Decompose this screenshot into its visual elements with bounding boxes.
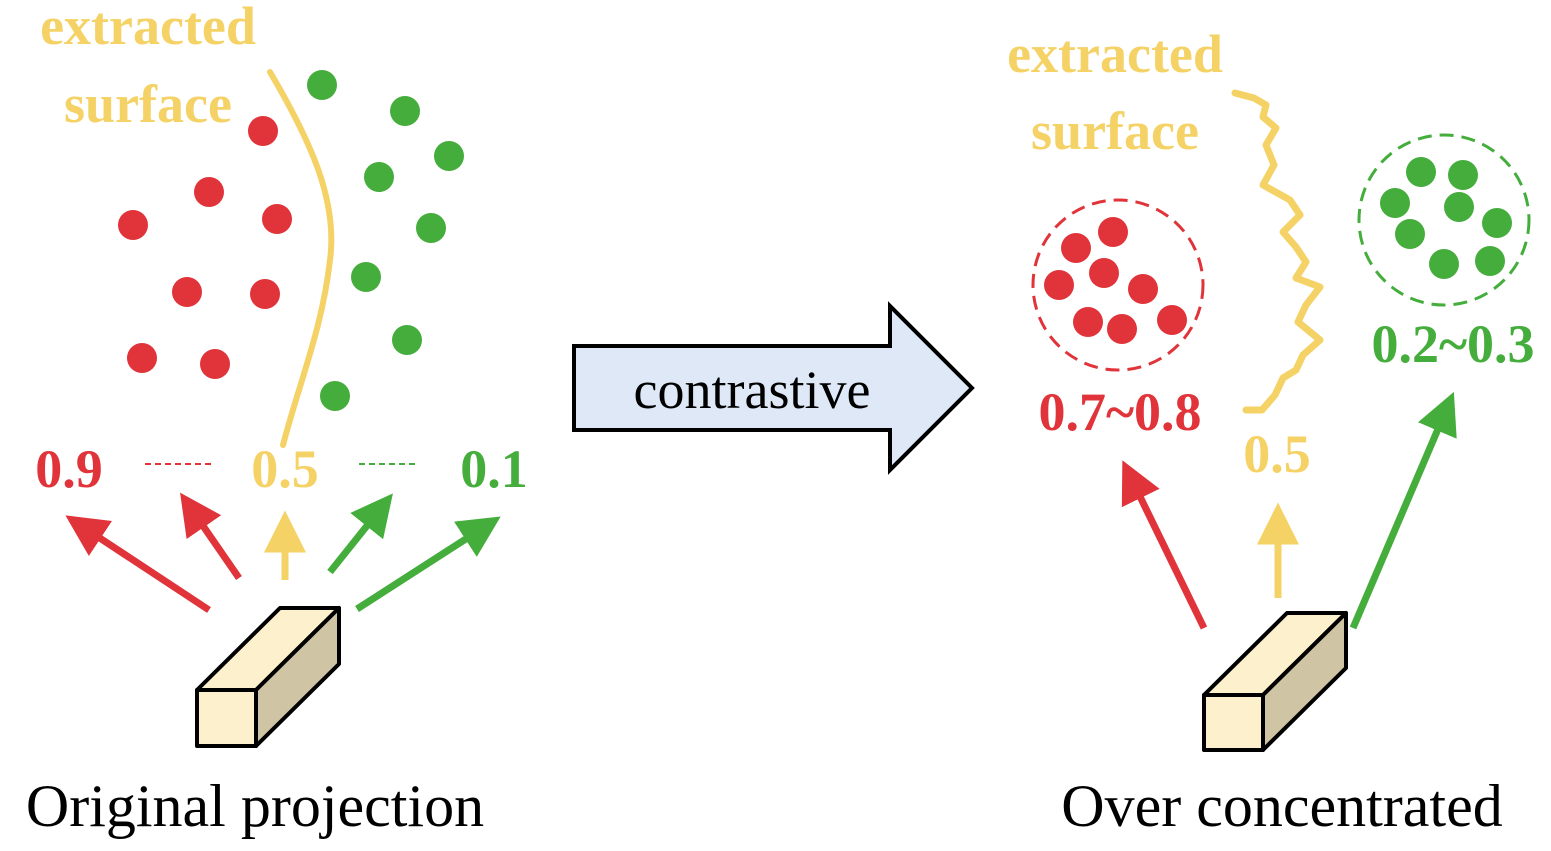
red-point bbox=[172, 277, 202, 307]
right-arrow-red bbox=[1121, 460, 1208, 630]
red-point bbox=[1157, 305, 1187, 335]
red-point bbox=[1061, 233, 1091, 263]
left-surface-label-line1: extracted bbox=[40, 0, 256, 56]
contrastive-label: contrastive bbox=[634, 360, 871, 420]
green-point bbox=[434, 141, 464, 171]
left-extracted-surface-curve bbox=[267, 69, 335, 448]
left-score-low: 0.1 bbox=[460, 439, 528, 499]
left-arrow-green-1 bbox=[327, 493, 393, 575]
right-score-high: 0.7~0.8 bbox=[1038, 382, 1201, 442]
right-red-points bbox=[1044, 217, 1187, 344]
left-red-points bbox=[118, 116, 292, 379]
red-point bbox=[1044, 270, 1074, 300]
left-box-front bbox=[195, 688, 258, 748]
green-point bbox=[1448, 160, 1478, 190]
red-point bbox=[1128, 274, 1158, 304]
left-arrow-red-2 bbox=[180, 492, 242, 580]
green-point bbox=[392, 325, 422, 355]
left-green-points bbox=[307, 70, 464, 411]
green-point bbox=[416, 213, 446, 243]
green-point bbox=[1380, 188, 1410, 218]
contrastive-arrow: contrastive bbox=[572, 301, 975, 475]
green-cluster-boundary bbox=[1357, 133, 1531, 307]
left-score-high: 0.9 bbox=[35, 439, 103, 499]
green-point bbox=[1395, 219, 1425, 249]
right-projector-box bbox=[1202, 611, 1348, 752]
right-panel: extracted surface 0.7~0.8 0.5 0.2 bbox=[1007, 24, 1534, 839]
red-point bbox=[262, 204, 292, 234]
red-point bbox=[1073, 307, 1103, 337]
left-projection-arrows bbox=[65, 492, 501, 613]
red-point bbox=[1098, 217, 1128, 247]
right-surface-label-line1: extracted bbox=[1007, 24, 1223, 84]
green-point bbox=[390, 96, 420, 126]
green-point bbox=[364, 162, 394, 192]
red-point bbox=[127, 343, 157, 373]
green-point bbox=[351, 262, 381, 292]
red-point bbox=[200, 349, 230, 379]
right-score-mid: 0.5 bbox=[1243, 424, 1311, 484]
red-point bbox=[248, 116, 278, 146]
right-extracted-surface-curve bbox=[1231, 89, 1324, 414]
right-green-points bbox=[1380, 157, 1512, 279]
right-arrow-green bbox=[1349, 391, 1457, 630]
left-arrow-red-1 bbox=[65, 515, 211, 613]
green-point bbox=[320, 381, 350, 411]
left-panel: extracted surface 0.9 0.5 0.1 bbox=[26, 0, 528, 839]
red-cluster-boundary bbox=[1031, 198, 1205, 372]
green-point bbox=[1429, 249, 1459, 279]
left-surface-label-line2: surface bbox=[64, 74, 232, 134]
left-projector-box bbox=[195, 606, 341, 748]
left-arrow-green-2 bbox=[355, 516, 501, 612]
red-point bbox=[118, 210, 148, 240]
green-point bbox=[1475, 246, 1505, 276]
green-point bbox=[1406, 157, 1436, 187]
left-caption: Original projection bbox=[26, 773, 484, 839]
right-score-low: 0.2~0.3 bbox=[1371, 314, 1534, 374]
red-point bbox=[250, 279, 280, 309]
right-surface-label-line2: surface bbox=[1031, 101, 1199, 161]
left-score-mid: 0.5 bbox=[251, 439, 319, 499]
red-point bbox=[194, 177, 224, 207]
right-caption: Over concentrated bbox=[1061, 773, 1502, 839]
contrastive-arrow-shape bbox=[572, 301, 975, 475]
green-point bbox=[307, 70, 337, 100]
green-point bbox=[1444, 192, 1474, 222]
right-box-front bbox=[1202, 693, 1265, 752]
green-point bbox=[1482, 208, 1512, 238]
right-projection-arrows bbox=[1121, 391, 1457, 630]
red-point bbox=[1107, 314, 1137, 344]
red-point bbox=[1089, 258, 1119, 288]
